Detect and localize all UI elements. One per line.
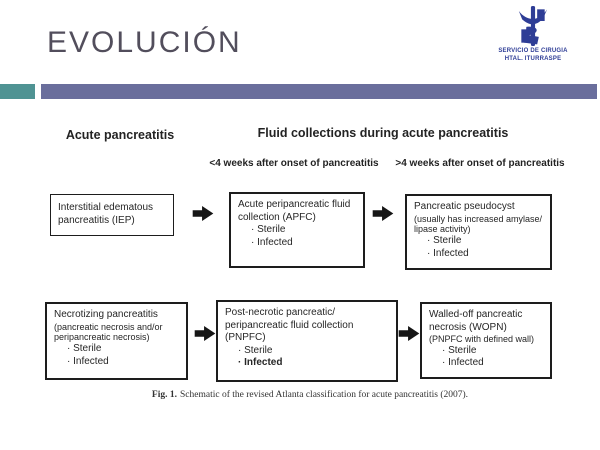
- box-subtitle: (PNPFC with defined wall): [429, 334, 535, 344]
- box-title: Acute peripancreatic fluid collection (A…: [238, 199, 351, 223]
- box-subtitle: (pancreatic necrosis and/or peripancreat…: [54, 321, 163, 343]
- figure-caption: Fig. 1.Schematic of the revised Atlanta …: [20, 390, 600, 400]
- divider-bar: [41, 84, 597, 99]
- box-title: Walled-off pancreatic necrosis (WOPN): [429, 309, 523, 333]
- hospital-logo: SERVICIO DE CIRUGIA HTAL. ITURRASPE: [483, 6, 583, 64]
- box-title: Interstitial edematous pancreatitis (IEP…: [58, 202, 154, 226]
- right-arrow-icon: [194, 326, 216, 341]
- figure-caption-text: Schematic of the revised Atlanta classif…: [180, 390, 469, 400]
- bullet-infected: Infected: [429, 357, 543, 370]
- bullet-sterile: Sterile: [225, 345, 389, 358]
- box-acute-peripancreatic-fluid-collection: Acute peripancreatic fluid collection (A…: [229, 192, 365, 268]
- hospital-logo-line1: SERVICIO DE CIRUGIA: [498, 48, 568, 54]
- bullet-sterile: Sterile: [238, 224, 356, 237]
- right-arrow-icon: [372, 206, 394, 221]
- box-title: Post-necrotic pancreatic/ peripancreatic…: [225, 307, 354, 343]
- bullet-infected: Infected: [54, 356, 179, 369]
- bullet-infected: Infected: [225, 357, 389, 370]
- right-arrow-icon: [398, 326, 420, 341]
- box-necrotizing-pancreatitis: Necrotizing pancreatitis (pancreatic nec…: [45, 302, 188, 380]
- header-acute-pancreatitis: Acute pancreatitis: [65, 128, 175, 142]
- bullet-infected: Infected: [238, 237, 356, 250]
- box-title: Pancreatic pseudocyst: [414, 201, 515, 212]
- bullet-infected: Infected: [414, 248, 543, 261]
- header-fluid-collections: Fluid collections during acute pancreati…: [257, 126, 509, 140]
- box-subtitle: (usually has increased amylase/ lipase a…: [414, 213, 543, 235]
- figure-caption-label: Fig. 1.: [151, 390, 177, 400]
- box-interstitial-edematous-pancreatitis: Interstitial edematous pancreatitis (IEP…: [50, 194, 174, 236]
- box-title: Necrotizing pancreatitis: [54, 309, 158, 320]
- bullet-sterile: Sterile: [429, 345, 543, 358]
- hospital-emblem-icon: [518, 6, 548, 46]
- subheader-late-weeks: >4 weeks after onset of pancreatitis: [395, 158, 565, 169]
- box-pancreatic-pseudocyst: Pancreatic pseudocyst (usually has incre…: [405, 194, 552, 270]
- right-arrow-icon: [192, 206, 214, 221]
- divider-accent-block: [0, 84, 35, 99]
- subheader-early-weeks: <4 weeks after onset of pancreatitis: [209, 158, 379, 169]
- bullet-sterile: Sterile: [414, 235, 543, 248]
- hospital-logo-line2: HTAL. ITURRASPE: [504, 55, 562, 62]
- box-walled-off-pancreatic-necrosis: Walled-off pancreatic necrosis (WOPN) (P…: [420, 302, 552, 379]
- bullet-sterile: Sterile: [54, 343, 179, 356]
- slide-title: EVOLUCIÓN: [47, 26, 242, 59]
- box-post-necrotic-fluid-collection: Post-necrotic pancreatic/ peripancreatic…: [216, 300, 398, 382]
